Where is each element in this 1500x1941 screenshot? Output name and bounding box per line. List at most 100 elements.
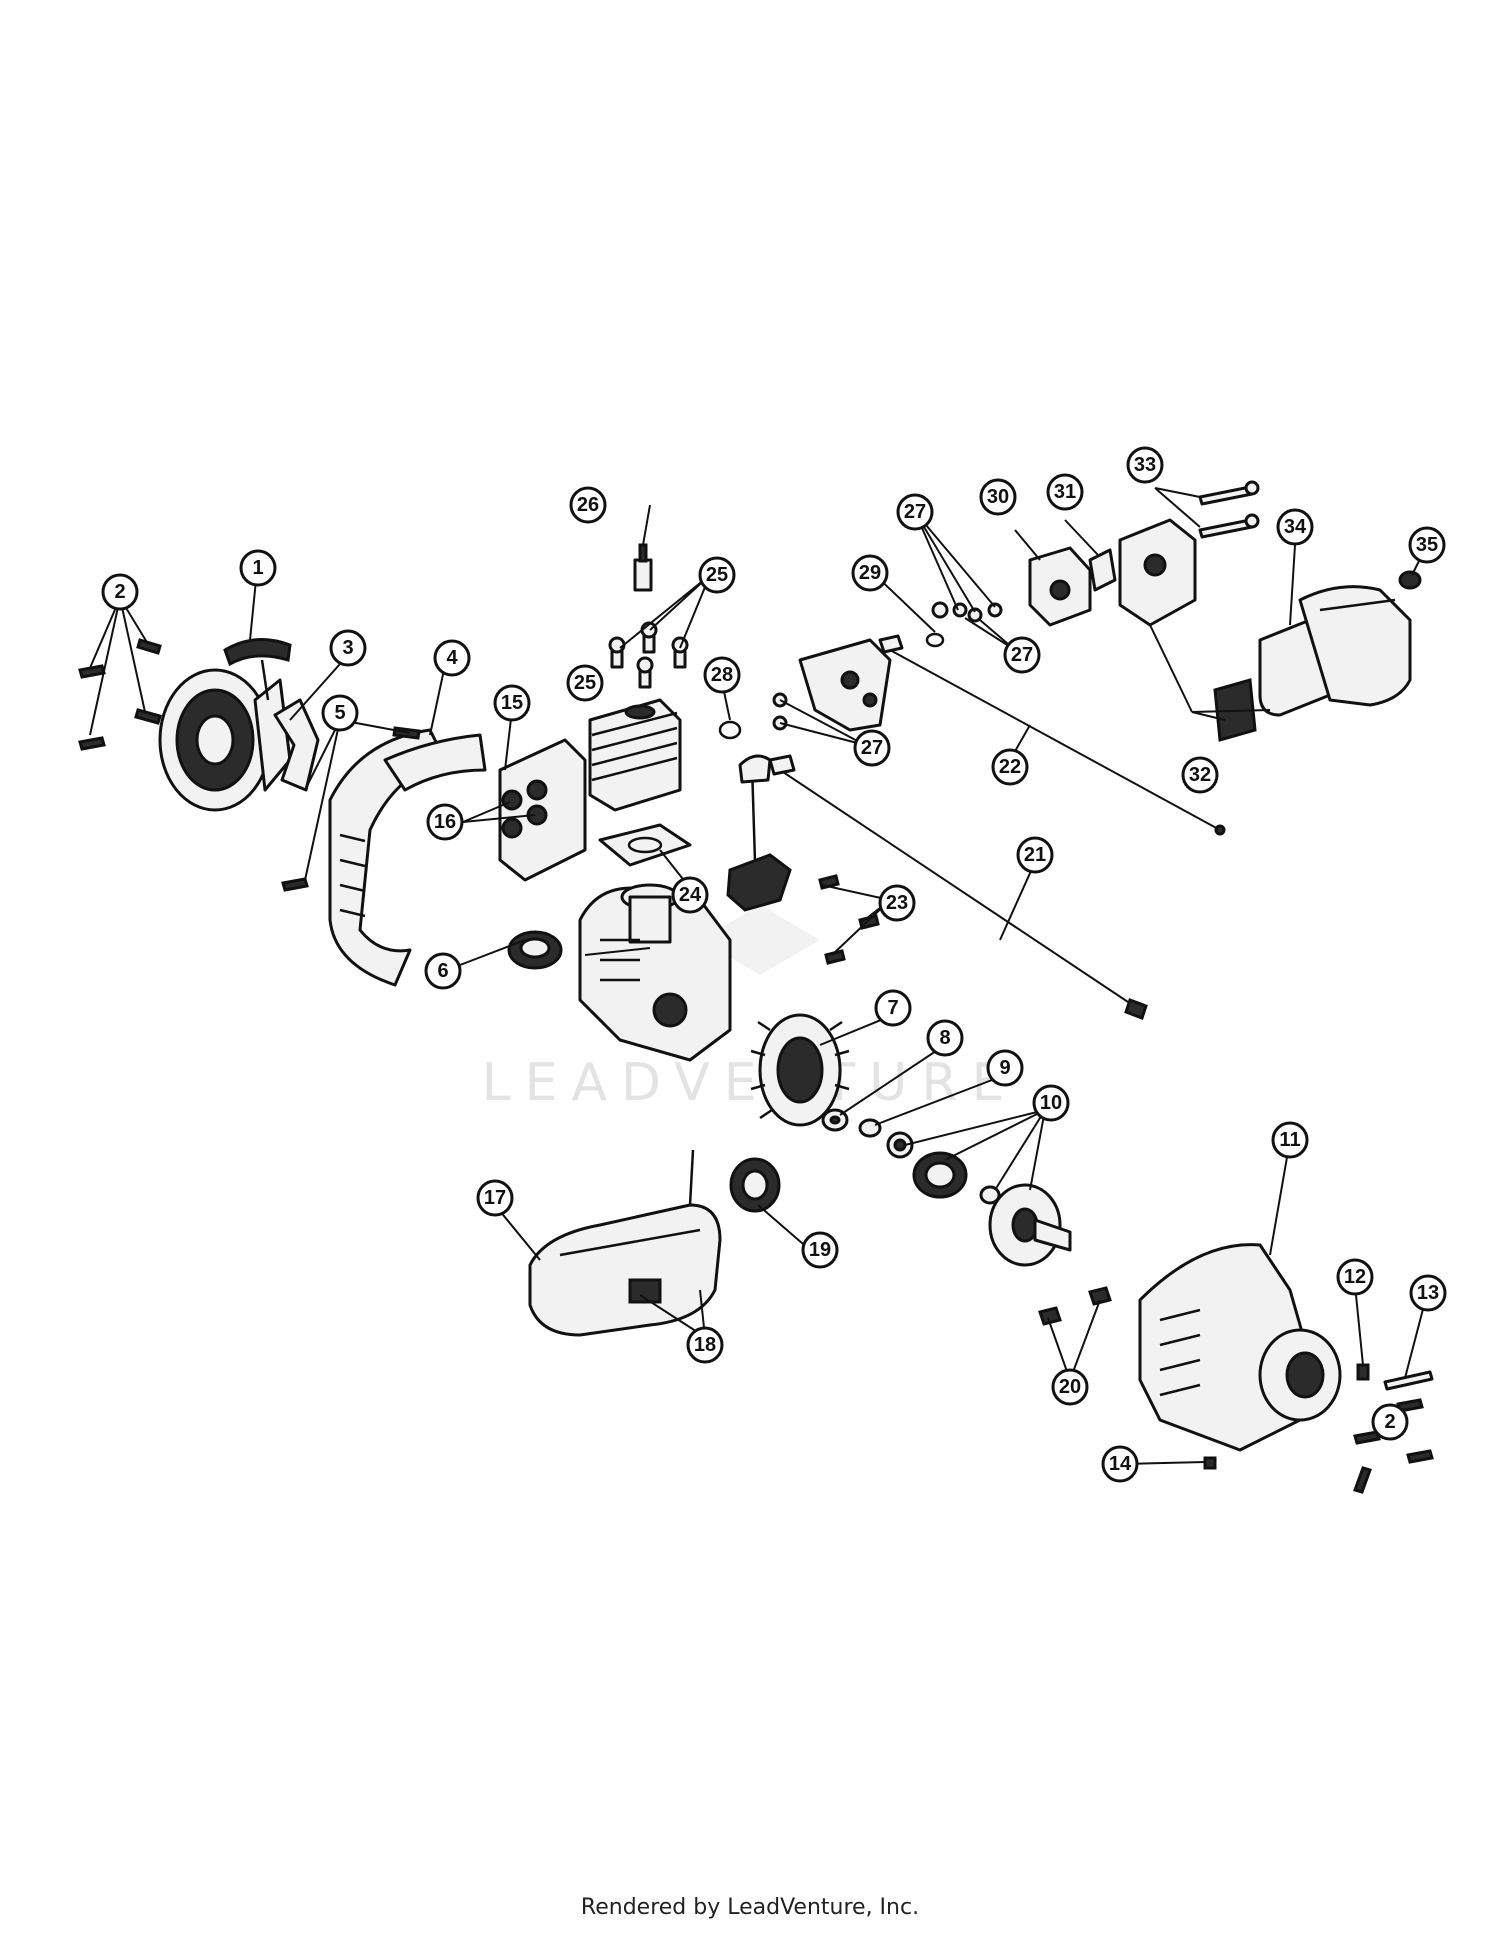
callout-29: 29 (851, 554, 889, 592)
callout-24: 24 (671, 876, 709, 914)
svg-text:24: 24 (679, 884, 702, 906)
callout-25a: 25 (698, 556, 736, 594)
svg-text:7: 7 (887, 997, 898, 1019)
callout-12: 12 (1336, 1258, 1374, 1296)
callout-2: 2 (101, 573, 139, 611)
callout-10: 10 (1032, 1084, 1070, 1122)
callout-4: 4 (433, 639, 471, 677)
svg-text:22: 22 (999, 756, 1021, 778)
callout-26: 26 (569, 486, 607, 524)
callout-19: 19 (801, 1231, 839, 1269)
svg-text:31: 31 (1054, 481, 1076, 503)
screws-left (78, 638, 162, 751)
callout-7: 7 (874, 989, 912, 1027)
engine-shroud (328, 728, 487, 987)
callout-34: 34 (1276, 508, 1314, 546)
svg-text:14: 14 (1109, 1453, 1132, 1475)
callout-8: 8 (926, 1019, 964, 1057)
svg-text:26: 26 (577, 494, 599, 516)
air-filter-cover (1298, 585, 1412, 707)
clutch-drum-small (507, 930, 563, 970)
svg-text:21: 21 (1024, 844, 1046, 866)
svg-text:29: 29 (859, 562, 881, 584)
svg-text:2: 2 (114, 581, 125, 603)
air-filter-bolts (1198, 480, 1260, 539)
svg-text:15: 15 (501, 692, 523, 714)
svg-text:27: 27 (1011, 644, 1033, 666)
callout-6: 6 (424, 952, 462, 990)
recoil-starter (158, 668, 292, 812)
flywheel (750, 1013, 850, 1127)
clutch-drum (988, 1183, 1072, 1267)
callout-23: 23 (878, 884, 916, 922)
svg-text:2: 2 (1384, 1411, 1395, 1433)
svg-text:27: 27 (904, 501, 926, 523)
svg-text:12: 12 (1344, 1266, 1366, 1288)
svg-text:25: 25 (574, 672, 596, 694)
throttle-cable (768, 754, 1148, 1020)
cylinder (588, 698, 682, 812)
svg-text:34: 34 (1284, 516, 1307, 538)
svg-text:11: 11 (1279, 1129, 1300, 1151)
svg-text:20: 20 (1059, 1376, 1081, 1398)
callout-11: 11 (1271, 1121, 1309, 1159)
callout-14: 14 (1101, 1445, 1139, 1483)
stop-cable (878, 634, 1226, 836)
callout-31: 31 (1046, 473, 1084, 511)
air-filter-base (1118, 518, 1197, 627)
callout-30: 30 (979, 478, 1017, 516)
svg-text:9: 9 (999, 1057, 1010, 1079)
callout-5: 5 (321, 694, 359, 732)
callout-35: 35 (1408, 526, 1446, 564)
svg-text:16: 16 (434, 811, 456, 833)
svg-text:17: 17 (484, 1187, 506, 1209)
svg-text:27: 27 (861, 737, 883, 759)
starter-handle (223, 638, 292, 701)
svg-text:19: 19 (809, 1239, 831, 1261)
cylinder-cover (498, 738, 587, 882)
svg-text:4: 4 (446, 647, 458, 669)
svg-text:10: 10 (1040, 1092, 1062, 1114)
svg-text:32: 32 (1189, 764, 1211, 786)
spacer-9 (858, 1118, 882, 1138)
svg-text:6: 6 (437, 960, 448, 982)
clips-20 (1038, 1286, 1112, 1326)
cover-knob (1398, 570, 1422, 590)
carburetor-bracket (798, 638, 892, 732)
carburetor (1028, 546, 1092, 627)
leader-lines (89, 487, 1429, 1465)
callout-20: 20 (1051, 1368, 1089, 1406)
cylinder-bolts (608, 621, 689, 689)
footer-credit: Rendered by LeadVenture, Inc. (580, 1895, 920, 1920)
svg-text:8: 8 (939, 1027, 950, 1049)
ignition-coil (726, 754, 792, 912)
gear-housing (1138, 1243, 1342, 1452)
svg-text:33: 33 (1134, 454, 1156, 476)
callout-15: 15 (493, 684, 531, 722)
callout-16: 16 (426, 803, 464, 841)
nuts-and-washers (772, 601, 1003, 731)
svg-text:5: 5 (334, 702, 345, 724)
callout-13: 13 (1409, 1274, 1447, 1312)
callout-28: 28 (703, 656, 741, 694)
watermark-text: LEADVENTURE (482, 1053, 1019, 1113)
svg-text:25: 25 (706, 564, 728, 586)
cylinder-gasket (598, 823, 692, 867)
callout-33: 33 (1126, 446, 1164, 484)
callout-27b: 27 (1003, 636, 1041, 674)
callout-2b: 2 (1371, 1403, 1409, 1441)
housing-fasteners (1203, 1363, 1434, 1494)
callout-22: 22 (991, 748, 1029, 786)
callout-32: 32 (1181, 756, 1219, 794)
svg-text:3: 3 (342, 637, 353, 659)
o-ring-28 (718, 720, 742, 740)
crankcase (578, 883, 732, 1062)
svg-text:28: 28 (711, 664, 733, 686)
svg-text:1: 1 (252, 557, 263, 579)
svg-text:35: 35 (1416, 534, 1438, 556)
fuel-filter (729, 1157, 781, 1213)
callout-1: 1 (239, 549, 277, 587)
svg-text:13: 13 (1417, 1282, 1439, 1304)
callout-18: 18 (686, 1326, 724, 1364)
